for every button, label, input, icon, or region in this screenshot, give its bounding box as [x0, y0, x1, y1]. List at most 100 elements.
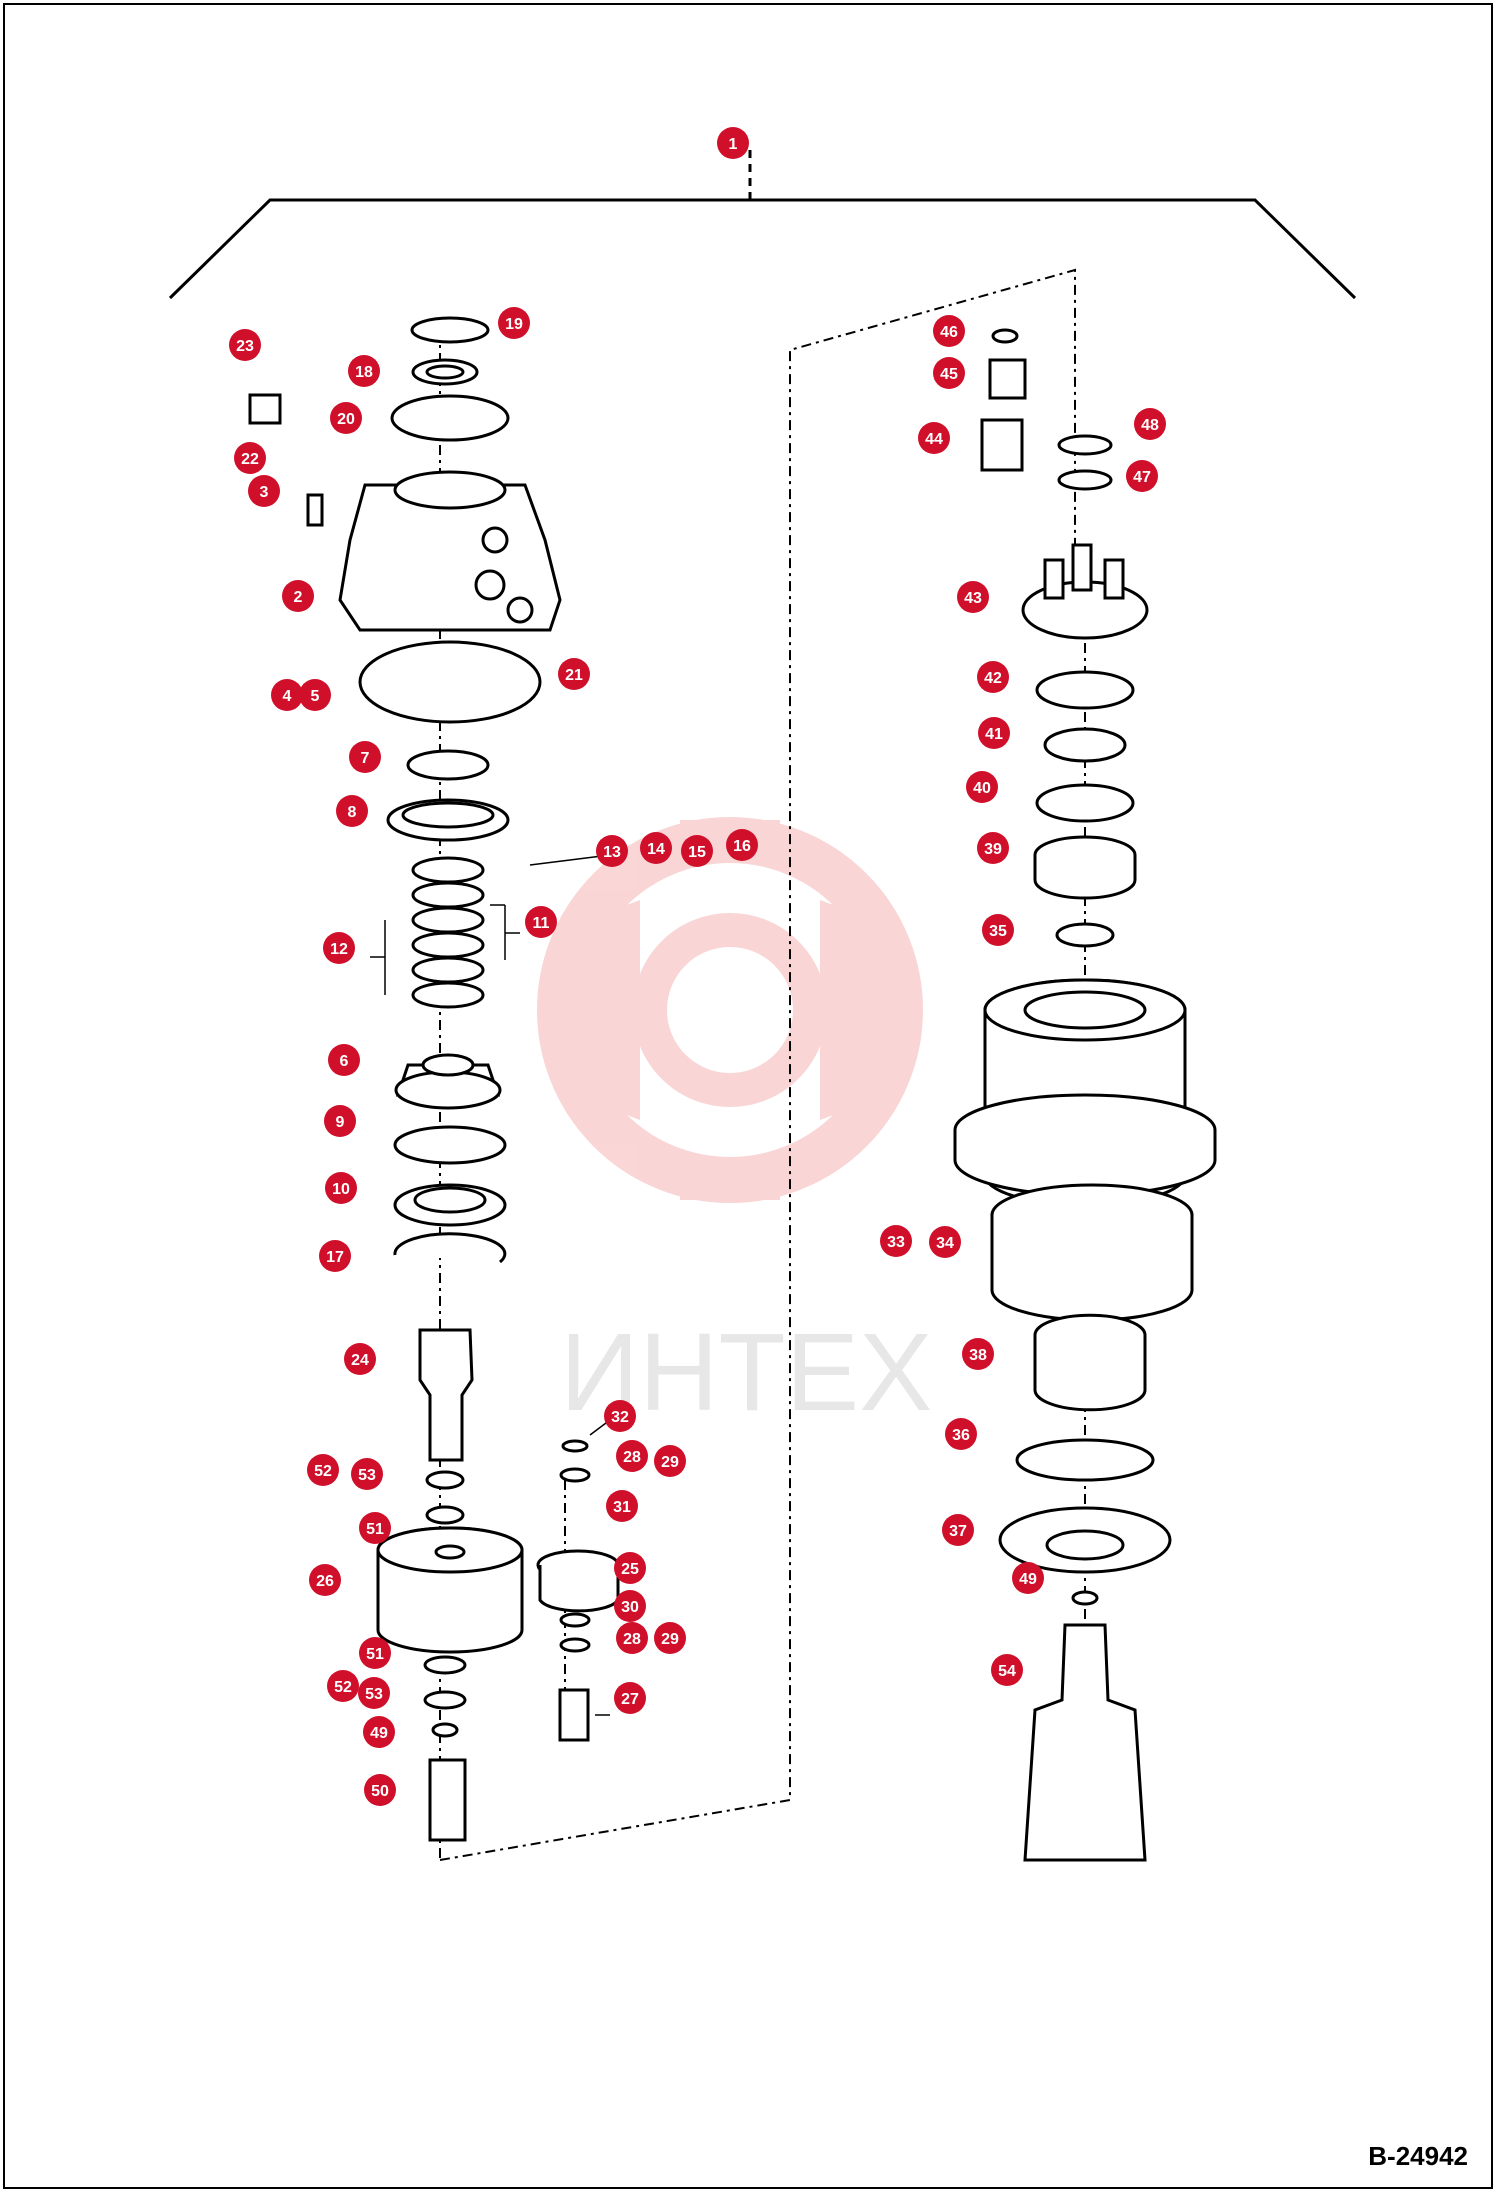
callout-38: 38 — [962, 1338, 994, 1370]
callout-label: 18 — [355, 364, 373, 381]
callout-label: 36 — [952, 1427, 970, 1444]
watermark: ИНТЕХ — [537, 817, 932, 1434]
callout-44: 44 — [918, 422, 950, 454]
callout-49: 49 — [363, 1716, 395, 1748]
callout-39: 39 — [977, 832, 1009, 864]
callout-31: 31 — [606, 1490, 638, 1522]
callout-label: 51 — [366, 1521, 384, 1538]
callout-29: 29 — [654, 1622, 686, 1654]
callout-label: 38 — [969, 1347, 987, 1364]
callout-7: 7 — [349, 741, 381, 773]
callout-label: 5 — [311, 688, 320, 705]
callout-label: 26 — [316, 1573, 334, 1590]
callout-label: 2 — [294, 589, 303, 606]
callout-21: 21 — [558, 658, 590, 690]
callout-14: 14 — [640, 832, 672, 864]
callout-label: 44 — [925, 431, 943, 448]
callout-52: 52 — [307, 1454, 339, 1486]
callout-42: 42 — [977, 661, 1009, 693]
callout-28: 28 — [616, 1440, 648, 1472]
callout-label: 30 — [621, 1599, 639, 1616]
document-code: B-24942 — [1368, 2141, 1468, 2171]
callout-label: 23 — [236, 338, 254, 355]
callout-label: 29 — [661, 1631, 679, 1648]
callout-27: 27 — [614, 1682, 646, 1714]
callout-label: 4 — [283, 688, 292, 705]
callout-34: 34 — [929, 1226, 961, 1258]
callout-33: 33 — [880, 1225, 912, 1257]
callout-label: 37 — [949, 1523, 967, 1540]
callout-label: 3 — [260, 484, 269, 501]
callout-label: 35 — [989, 923, 1007, 940]
callout-23: 23 — [229, 329, 261, 361]
callout-label: 41 — [985, 726, 1003, 743]
callout-label: 39 — [984, 841, 1002, 858]
callout-43: 43 — [957, 581, 989, 613]
leader-lines — [370, 854, 611, 1716]
callout-47: 47 — [1126, 460, 1158, 492]
callout-label: 13 — [603, 844, 621, 861]
callout-48: 48 — [1134, 408, 1166, 440]
callout-8: 8 — [336, 795, 368, 827]
callout-label: 46 — [940, 324, 958, 341]
left-stack-parts — [248, 316, 620, 1842]
callout-12: 12 — [323, 932, 355, 964]
right-stack-parts — [953, 328, 1217, 1862]
callout-53: 53 — [351, 1458, 383, 1490]
callout-label: 29 — [661, 1454, 679, 1471]
callout-37: 37 — [942, 1514, 974, 1546]
callout-40: 40 — [966, 771, 998, 803]
callout-51: 51 — [359, 1512, 391, 1544]
callout-label: 27 — [621, 1691, 639, 1708]
callout-5: 5 — [299, 679, 331, 711]
callout-label: 16 — [733, 838, 751, 855]
callout-label: 32 — [611, 1409, 629, 1426]
callout-label: 47 — [1133, 469, 1151, 486]
callout-label: 45 — [940, 366, 958, 383]
callout-30: 30 — [614, 1590, 646, 1622]
callout-label: 52 — [334, 1679, 352, 1696]
callout-10: 10 — [325, 1172, 357, 1204]
callout-45: 45 — [933, 357, 965, 389]
callout-label: 53 — [365, 1686, 383, 1703]
callout-label: 49 — [1019, 1571, 1037, 1588]
callout-1: 1 — [717, 127, 749, 159]
callout-6: 6 — [328, 1044, 360, 1076]
callout-label: 49 — [370, 1725, 388, 1742]
callout-11: 11 — [525, 906, 557, 938]
callout-35: 35 — [982, 914, 1014, 946]
callout-label: 34 — [936, 1235, 954, 1252]
callout-49: 49 — [1012, 1562, 1044, 1594]
assembly-bracket — [168, 150, 1357, 300]
callout-19: 19 — [498, 307, 530, 339]
callout-label: 51 — [366, 1646, 384, 1663]
callout-label: 40 — [973, 780, 991, 797]
callout-51: 51 — [359, 1637, 391, 1669]
callout-label: 28 — [623, 1631, 641, 1648]
callout-label: 31 — [613, 1499, 631, 1516]
callout-26: 26 — [309, 1564, 341, 1596]
callout-28: 28 — [616, 1622, 648, 1654]
callout-46: 46 — [933, 315, 965, 347]
callout-label: 50 — [371, 1783, 389, 1800]
callout-label: 43 — [964, 590, 982, 607]
callout-52: 52 — [327, 1670, 359, 1702]
callout-label: 10 — [332, 1181, 350, 1198]
callout-label: 22 — [241, 451, 259, 468]
callout-label: 1 — [729, 136, 738, 153]
callout-label: 8 — [348, 804, 357, 821]
callout-label: 19 — [505, 316, 523, 333]
callout-label: 14 — [647, 841, 665, 858]
callout-18: 18 — [348, 355, 380, 387]
callout-2: 2 — [282, 580, 314, 612]
drawing-frame — [3, 3, 1493, 2189]
callout-label: 33 — [887, 1234, 905, 1251]
callout-label: 17 — [326, 1249, 344, 1266]
callout-label: 7 — [361, 750, 370, 767]
callout-label: 28 — [623, 1449, 641, 1466]
callout-13: 13 — [596, 835, 628, 867]
callout-label: 6 — [340, 1053, 349, 1070]
callout-label: 24 — [351, 1352, 369, 1369]
